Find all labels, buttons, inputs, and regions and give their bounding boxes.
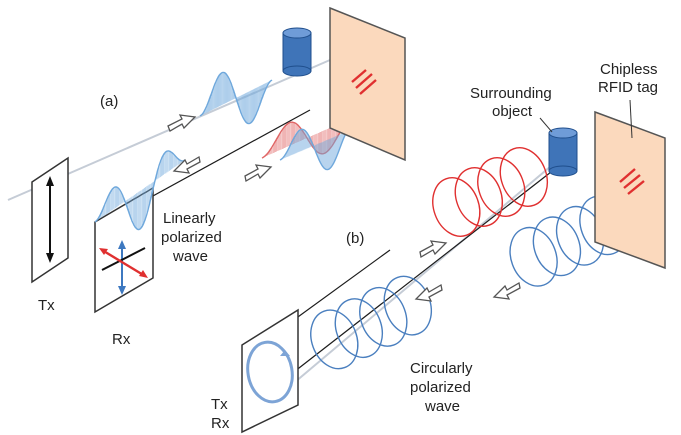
circ-blue-lower-loop (310, 309, 359, 370)
txrx-antenna-b (241, 308, 299, 434)
chipless-tag-a (329, 6, 406, 162)
hollow-arrow-b3 (492, 281, 521, 300)
label-chipless-1: Chipless (600, 61, 658, 78)
label-tx-b: Tx (211, 396, 228, 413)
hollow-arrow-a2 (172, 155, 201, 174)
surrounding-object-b (548, 127, 578, 177)
linear-polarized-wave (94, 150, 186, 231)
label-surrounding-1: Surrounding (470, 85, 552, 102)
circ-blue-right-loop (509, 226, 558, 287)
label-linear-2: polarized (161, 229, 222, 246)
label-tx-a: Tx (38, 297, 55, 314)
label-surrounding-2: object (492, 103, 533, 120)
tx-arrow-head-down (46, 253, 54, 263)
rx-red-arrow-tail (99, 248, 108, 255)
circular-polarization-arrow-head (280, 350, 290, 356)
label-circular-3: wave (424, 398, 460, 415)
rx-red-arrow (101, 248, 146, 278)
chipless-tag-b (594, 110, 666, 270)
circ-red-loop (454, 167, 504, 227)
label-linear-3: wave (172, 248, 208, 265)
label-rx-a: Rx (112, 331, 131, 348)
surrounding-object-a (282, 27, 312, 77)
circular-polarization-ring (246, 340, 294, 404)
axis-b-main (289, 164, 561, 376)
hollow-arrow-a3 (244, 164, 273, 183)
label-part-b: (b) (346, 230, 364, 247)
hollow-arrow-b2 (414, 283, 443, 302)
rx-blue-arrow-tail (118, 286, 126, 295)
linear-wave-curve (94, 150, 186, 231)
circ-blue-right-loop (532, 216, 582, 277)
linear-polarized-wave-upper (199, 71, 273, 125)
circ-blue-lower-loop (359, 286, 408, 347)
linear-wave-upper-curve (199, 71, 273, 125)
part-a-group (7, 6, 406, 314)
hollow-arrow-b1 (419, 240, 448, 259)
label-chipless-2: RFID tag (598, 79, 658, 96)
axis-b-lower (249, 149, 571, 421)
rx-blue-arrow-head (118, 240, 126, 249)
circ-red-loop (432, 177, 481, 237)
label-circular-1: Circularly (410, 360, 473, 377)
leader-chipless (629, 99, 633, 139)
circularly-polarized-wave-red (432, 147, 549, 237)
part-b-group (241, 99, 666, 434)
circ-blue-lower-loop (334, 298, 384, 359)
rx-antenna-a (94, 186, 154, 314)
label-linear-1: Linearly (163, 210, 216, 227)
circularly-polarized-wave-lower (310, 275, 433, 370)
circ-red-loop (499, 147, 549, 207)
label-circular-2: polarized (410, 379, 471, 396)
label-part-a: (a) (100, 93, 118, 110)
leader-surrounding (539, 117, 553, 133)
hollow-arrow-a1 (167, 114, 197, 132)
tx-arrow-head-up (46, 176, 54, 186)
label-rx-b: Rx (211, 415, 230, 432)
rx-red-arrow-head (139, 270, 148, 278)
rx-black-arrow (101, 247, 146, 271)
circ-red-loop (477, 157, 526, 217)
